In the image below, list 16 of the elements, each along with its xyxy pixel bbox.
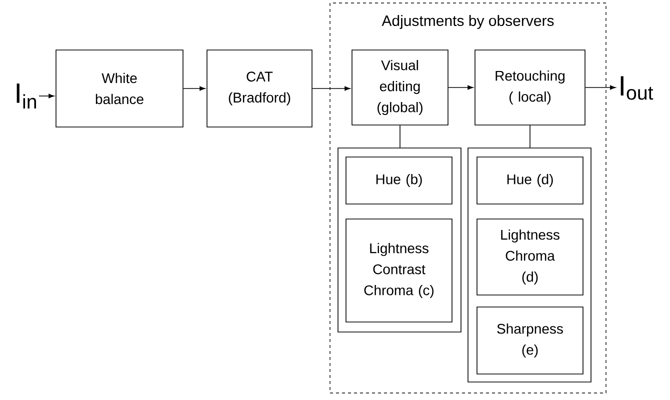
arrow — [585, 85, 616, 90]
process-box: Retouching ( local) — [474, 50, 586, 126]
process-box: Hue (b) — [346, 156, 452, 204]
process-box: Lightness Contrast Chroma (c) — [346, 218, 452, 322]
signal-label: I$_{in}$ — [16, 84, 36, 108]
signal-label: I$_{out}$ — [620, 76, 654, 100]
arrow — [38, 94, 54, 98]
process-box: Visual editing (global) — [352, 50, 448, 126]
process-box: Lightness Chroma (d) — [476, 218, 584, 296]
arrow — [312, 86, 350, 91]
arrow — [448, 85, 474, 90]
process-box: Sharpness (e) — [476, 306, 584, 374]
arrow — [183, 86, 206, 91]
process-box: White balance — [56, 50, 184, 128]
process-box: CAT (Bradford) — [206, 50, 312, 128]
process-box: Hue (d) — [476, 156, 584, 204]
